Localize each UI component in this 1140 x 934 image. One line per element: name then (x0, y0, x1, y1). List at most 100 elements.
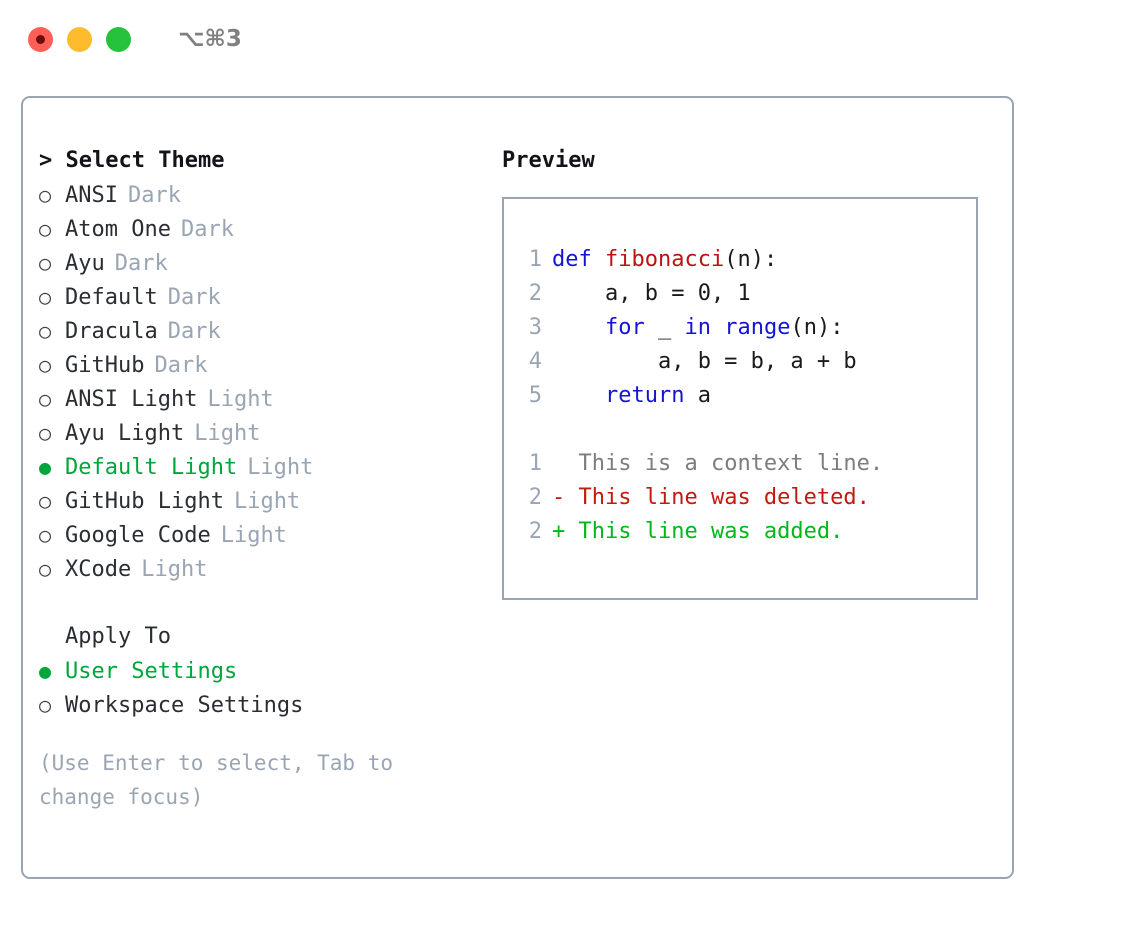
select-theme-header: > Select Theme (39, 144, 479, 178)
radio-unselected-icon[interactable]: ○ (39, 251, 52, 275)
theme-list-item[interactable]: ○ Dracula Dark (39, 314, 479, 348)
zoom-button[interactable] (106, 26, 131, 52)
theme-name: Google Code (65, 523, 211, 548)
diff-line: 2- This line was deleted. (518, 481, 976, 515)
code-token: _ (644, 315, 685, 340)
code-token: def (552, 247, 605, 272)
radio-unselected-icon[interactable]: ○ (39, 693, 52, 717)
theme-category-tag: Dark (167, 319, 221, 344)
line-number: 5 (528, 383, 542, 408)
code-token: a (684, 383, 711, 408)
radio-unselected-icon[interactable]: ○ (39, 353, 52, 377)
code-text: a, b = 0, 1 (552, 277, 751, 311)
apply-to-title: Apply To (65, 624, 171, 649)
radio-unselected-icon[interactable]: ○ (39, 489, 52, 513)
minimize-button[interactable] (67, 26, 92, 52)
code-text: for _ in range(n): (552, 311, 843, 345)
theme-list-item[interactable]: ● Default Light Light (39, 450, 479, 484)
line-number: 2 (528, 519, 542, 544)
line-number: 3 (528, 315, 542, 340)
diff-sign: - (552, 485, 579, 510)
theme-category-tag: Light (194, 421, 261, 446)
theme-list-item[interactable]: ○ Atom One Dark (39, 212, 479, 246)
theme-name: XCode (65, 557, 132, 582)
radio-selected-icon[interactable]: ● (39, 659, 52, 683)
code-token: (n): (724, 247, 778, 272)
radio-unselected-icon[interactable]: ○ (39, 523, 52, 547)
theme-name: Default (65, 285, 158, 310)
theme-list-item[interactable]: ○ ANSI Dark (39, 178, 479, 212)
radio-unselected-icon[interactable]: ○ (39, 183, 52, 207)
select-theme-header-marker: > (39, 148, 53, 173)
theme-category-tag: Light (141, 557, 208, 582)
theme-name: GitHub Light (65, 489, 224, 514)
theme-list-item[interactable]: ○ Default Dark (39, 280, 479, 314)
code-token: for (604, 315, 645, 340)
apply-to-options: ●User Settings ○ Workspace Settings (39, 654, 479, 722)
theme-category-tag: Dark (127, 183, 181, 208)
theme-list-item[interactable]: ○ XCode Light (39, 552, 479, 586)
apply-to-option[interactable]: ○ Workspace Settings (39, 688, 479, 722)
theme-category-tag: Light (247, 455, 314, 480)
theme-category-tag: Dark (154, 353, 208, 378)
theme-name: Default Light (65, 455, 238, 480)
keyboard-shortcut-label: ⌥⌘3 (178, 26, 242, 52)
theme-list-item[interactable]: ○ Google Code Light (39, 518, 479, 552)
diff-text: This line was added. (578, 519, 844, 544)
theme-name: ANSI (65, 183, 118, 208)
theme-name: Dracula (65, 319, 158, 344)
theme-name: ANSI Light (65, 387, 198, 412)
code-text: a, b = b, a + b (552, 345, 857, 379)
code-token (552, 315, 605, 340)
theme-list-item[interactable]: ○ ANSI Light Light (39, 382, 479, 416)
theme-category-tag: Dark (180, 217, 234, 242)
code-text: def fibonacci(n): (552, 243, 777, 277)
diff-text: This line was deleted. (578, 485, 870, 510)
radio-unselected-icon[interactable]: ○ (39, 557, 52, 581)
radio-selected-icon[interactable]: ● (39, 455, 52, 479)
theme-category-tag: Light (207, 387, 274, 412)
theme-category-tag: Light (220, 523, 287, 548)
code-line: 3 for _ in range(n): (518, 311, 976, 345)
code-token (552, 383, 605, 408)
diff-sign: + (552, 519, 579, 544)
code-token: (n): (790, 315, 844, 340)
diff-line: 2 + This line was added. (518, 515, 976, 549)
code-line: 5 return a (518, 379, 976, 413)
radio-unselected-icon[interactable]: ○ (39, 387, 52, 411)
line-number: 4 (528, 349, 542, 374)
radio-unselected-icon[interactable]: ○ (39, 319, 52, 343)
code-token: a, b = b, a + b (552, 349, 857, 374)
diff-preview: 1 This is a context line.2- This line wa… (518, 447, 976, 549)
code-text: return a (552, 379, 711, 413)
code-token: in (684, 315, 711, 340)
line-number: 2 (528, 485, 542, 510)
code-line: 4 a, b = b, a + b (518, 345, 976, 379)
apply-to-option[interactable]: ●User Settings (39, 654, 479, 688)
close-button[interactable] (28, 26, 53, 52)
theme-name: Atom One (65, 217, 171, 242)
diff-line: 1 This is a context line. (518, 447, 976, 481)
line-number: 1 (528, 451, 542, 476)
radio-unselected-icon[interactable]: ○ (39, 421, 52, 445)
diff-sign (552, 447, 579, 481)
apply-to-label: Workspace Settings (65, 693, 304, 718)
traffic-lights (28, 26, 131, 52)
radio-unselected-icon[interactable]: ○ (39, 217, 52, 241)
theme-category-tag: Dark (167, 285, 221, 310)
code-token: return (604, 383, 685, 408)
diff-text: This is a context line. (578, 451, 884, 476)
line-number: 2 (528, 281, 542, 306)
radio-unselected-icon[interactable]: ○ (39, 285, 52, 309)
